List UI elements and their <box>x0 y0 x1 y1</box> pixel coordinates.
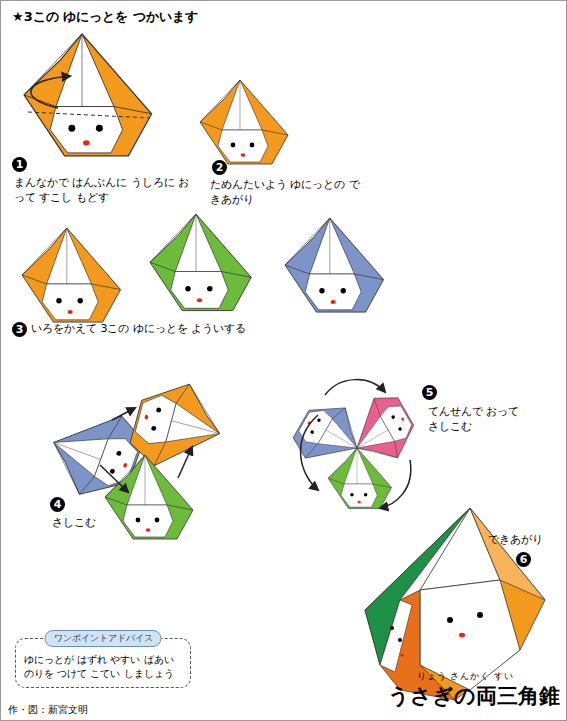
advice-heading: ワンポイントアドバイス <box>45 630 162 647</box>
step-instruction: ためんたいよう ゆにっとの できあがり <box>210 178 360 208</box>
diagram-title: うさぎの両三角錐 <box>388 682 560 710</box>
step-instruction: できあがり <box>488 533 543 548</box>
author-credit: 作・図：新宮文明 <box>8 703 88 717</box>
furigana: りょう さんかく すい <box>417 670 515 682</box>
header-note: ★3この ゆにっとを つかいます <box>12 8 198 26</box>
step-number: 1 <box>12 157 27 172</box>
step-instruction: いろをかえて 3この ゆにっとを よういする <box>31 322 291 337</box>
advice-body: ゆにっとが はずれ やすい ばあい のりを つけて こてい しましょう <box>24 653 182 681</box>
step-number: 6 <box>516 552 531 567</box>
step-number: 4 <box>50 497 65 512</box>
advice-box: ワンポイントアドバイスゆにっとが はずれ やすい ばあい のりを つけて こてい… <box>15 638 191 688</box>
step-number: 5 <box>422 385 437 400</box>
step-instruction: さしこむ <box>52 516 96 531</box>
step-instruction: まんなかで はんぶんに うしろに おって すこし もどす <box>14 176 192 206</box>
step-number: 3 <box>12 322 27 337</box>
step-instruction: てんせんで おって さしこむ <box>428 405 528 435</box>
step-number: 2 <box>212 160 227 175</box>
